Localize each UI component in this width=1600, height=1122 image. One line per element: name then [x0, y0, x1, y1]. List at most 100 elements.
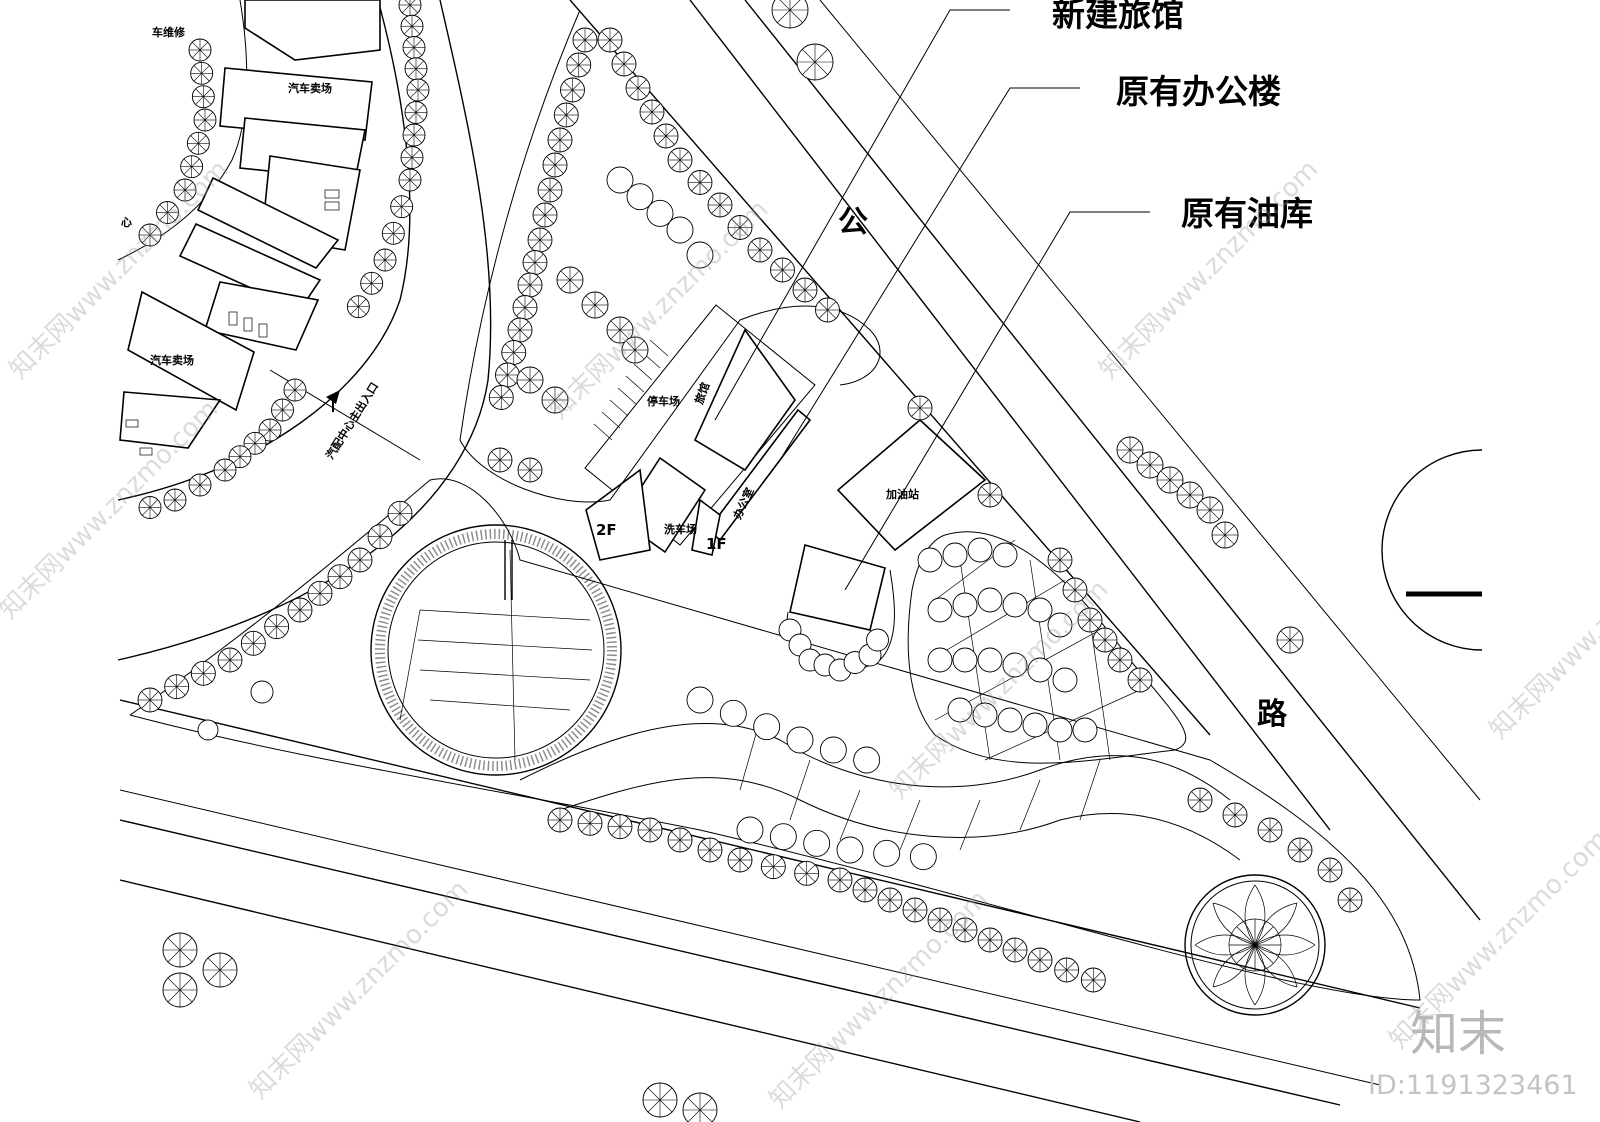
tree-symbol	[1187, 787, 1213, 813]
round-plaza	[370, 524, 622, 776]
tree-symbol	[287, 597, 313, 623]
tree-symbol	[495, 362, 520, 388]
watermark-text: 知末网www.znzmo.com	[1094, 154, 1325, 385]
tree-symbol	[243, 431, 267, 455]
tree-symbol	[1052, 667, 1078, 693]
tree-symbol	[517, 272, 543, 298]
tree-symbol	[625, 75, 651, 101]
tree-symbol	[217, 647, 243, 673]
tree-symbol	[792, 277, 818, 303]
park-areas	[129, 9, 1421, 1001]
leader-lines	[714, 9, 1150, 591]
tree-symbol	[283, 378, 307, 402]
tree-symbol	[977, 482, 1003, 508]
tree-symbol	[719, 699, 747, 727]
tree-symbol	[1136, 451, 1164, 479]
tree-symbol	[507, 317, 533, 343]
tree-symbol	[1072, 717, 1098, 743]
watermark-text: 知末网www.znzmo.com	[244, 874, 475, 1105]
tree-symbol	[907, 395, 933, 421]
tree-symbol	[327, 564, 353, 590]
tree-symbol	[646, 199, 674, 227]
watermark-text: 知末网www.znzmo.com	[764, 884, 995, 1115]
label-parking: 停车场	[647, 394, 680, 408]
tree-symbol	[815, 297, 840, 323]
tree-symbol	[271, 398, 294, 422]
tree-symbol	[1317, 857, 1343, 883]
tree-symbol	[156, 201, 179, 224]
tree-symbol	[997, 707, 1023, 733]
tree-symbol	[927, 647, 953, 673]
tree-symbol	[642, 1082, 678, 1118]
tree-symbol	[547, 127, 573, 153]
tree-symbol	[952, 917, 978, 943]
tree-symbol	[381, 221, 405, 245]
left-buildings	[119, 0, 381, 456]
tree-symbol	[942, 542, 968, 568]
tree-symbol	[1156, 466, 1184, 494]
tree-symbol	[400, 146, 424, 169]
tree-symbol	[537, 177, 563, 203]
watermark-text: 知末网www.znzmo.com	[0, 394, 224, 625]
roundabout-symbol	[1184, 874, 1326, 1016]
tree-symbol	[1222, 802, 1248, 828]
label-new-hotel: 新建旅馆	[1052, 0, 1184, 34]
tree-symbol	[188, 38, 212, 62]
tree-symbol	[532, 202, 558, 228]
label-hotel: 旅馆	[692, 381, 713, 406]
tree-symbol	[1077, 607, 1103, 633]
label-repair: 车维修	[152, 25, 186, 39]
tree-symbol	[404, 101, 428, 124]
tree-symbol	[162, 932, 198, 968]
label-center-fragment: 心	[121, 216, 132, 229]
tree-symbol	[360, 271, 384, 295]
tree-symbol	[686, 686, 714, 714]
tree-symbol	[639, 99, 665, 125]
tree-symbol	[707, 192, 733, 218]
tree-symbol	[771, 0, 809, 29]
watermark-logo: 知末	[1410, 1006, 1506, 1062]
tree-symbol	[556, 266, 584, 294]
tree-symbol	[522, 250, 548, 275]
tree-symbol	[1337, 887, 1363, 913]
tree-symbol	[1047, 547, 1073, 573]
label-main-entrance: 汽配中心主出入口	[323, 380, 382, 462]
tree-symbol	[367, 524, 393, 550]
tree-symbol	[137, 687, 163, 713]
tree-symbol	[682, 1092, 718, 1122]
tree-symbol	[566, 52, 592, 78]
tree-symbol	[626, 183, 654, 211]
tree-symbol	[400, 14, 424, 38]
tree-symbol	[992, 542, 1018, 568]
tree-symbol	[967, 537, 993, 563]
parked-car-icon	[125, 189, 340, 456]
tree-symbol	[1027, 947, 1053, 973]
watermark-id: ID:1191323461	[1368, 1070, 1578, 1101]
tree-symbol	[264, 614, 290, 640]
tree-symbol	[1002, 652, 1028, 678]
tree-symbol	[402, 36, 426, 59]
tree-symbol	[1092, 627, 1118, 653]
tree-symbol	[736, 816, 764, 844]
road-label-2: 路	[1257, 697, 1288, 732]
tree-symbol	[512, 295, 538, 320]
tree-symbol	[686, 241, 714, 269]
tree-symbol	[138, 223, 162, 247]
watermark-text: 知末网www.znzmo.com	[1484, 514, 1600, 745]
tree-symbol	[747, 237, 773, 263]
tree-symbol	[488, 385, 514, 410]
tree-symbol	[347, 547, 373, 573]
label-old-office: 原有办公楼	[1116, 72, 1281, 111]
tree-symbol	[202, 952, 238, 988]
tree-symbol	[1116, 436, 1144, 464]
tree-symbol	[398, 0, 422, 17]
central-buildings	[584, 304, 987, 631]
tree-symbol	[1257, 817, 1283, 843]
tree-symbol	[1047, 612, 1073, 638]
tree-symbol	[697, 837, 723, 863]
tree-symbol	[952, 592, 978, 618]
tree-symbol	[1062, 577, 1088, 603]
tree-symbol	[827, 867, 853, 893]
label-car-wash: 洗车场	[664, 522, 697, 536]
label-car-sales-top: 汽车卖场	[288, 81, 332, 95]
